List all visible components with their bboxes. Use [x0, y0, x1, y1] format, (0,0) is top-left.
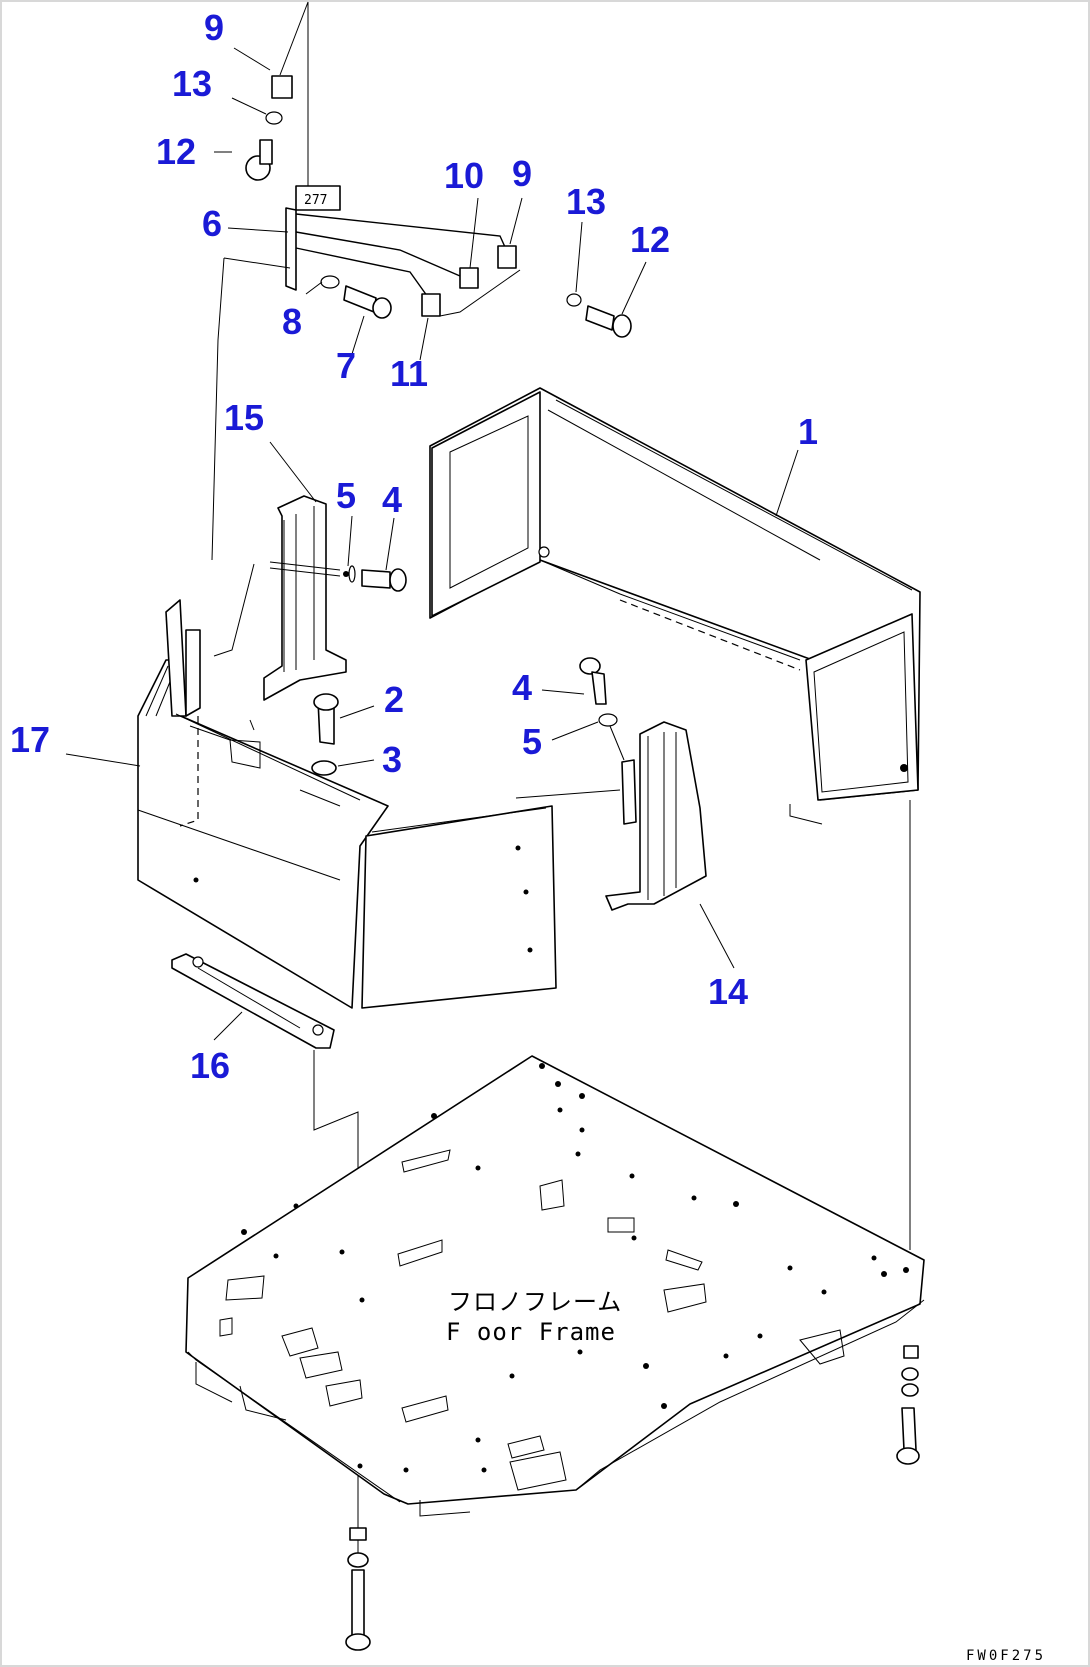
part-8-washer — [320, 275, 340, 289]
bottom-right-bolt-assembly — [896, 1345, 920, 1465]
part-15-pillar — [263, 495, 349, 701]
part-7-bolt — [343, 285, 392, 319]
callout-2: 2 — [384, 679, 404, 720]
part-5-washer-right — [598, 713, 618, 727]
part-2-bolt — [313, 693, 339, 745]
callout-4: 4 — [382, 479, 402, 520]
part-1-housing — [429, 387, 921, 825]
bottom-left-bolt-assembly — [345, 1527, 371, 1651]
callout-5b: 5 — [522, 721, 542, 762]
floor-frame-label-en: F oor Frame — [446, 1318, 616, 1346]
part-9-plate — [271, 75, 293, 99]
callout-9: 9 — [204, 7, 224, 48]
part-12-knob-bolt — [245, 139, 273, 181]
callout-16: 16 — [190, 1045, 230, 1086]
callout-7: 7 — [336, 345, 356, 386]
floor-frame-label-jp: フロノフレーム — [448, 1288, 622, 1316]
part-16-bar — [171, 953, 335, 1049]
floor-frame — [185, 1055, 925, 1517]
part-17-panel — [137, 563, 389, 1009]
part-13-washer — [265, 111, 283, 125]
callout-9b: 9 — [512, 153, 532, 194]
drawing-code: FW0F275 — [966, 1648, 1046, 1664]
part-14-pillar — [605, 721, 707, 911]
part-callouts: 9 13 12 6 8 7 11 10 9 13 12 1 15 5 4 2 3… — [10, 7, 818, 1086]
callout-3: 3 — [382, 739, 402, 780]
part-10-clip — [459, 267, 479, 289]
callout-8: 8 — [282, 301, 302, 342]
callout-12b: 12 — [630, 219, 670, 260]
part-9-clip — [497, 245, 517, 269]
part-12-bolt-right — [585, 305, 632, 338]
callout-4b: 4 — [512, 667, 532, 708]
right-front-panel — [361, 805, 557, 1009]
callout-10: 10 — [444, 155, 484, 196]
part-4-bolt-upper — [361, 568, 407, 592]
callout-17: 17 — [10, 719, 50, 760]
svg-text:277: 277 — [304, 193, 327, 208]
callout-6: 6 — [202, 203, 222, 244]
part-5-washer-upper — [348, 565, 356, 583]
part-11-clip — [421, 293, 441, 317]
part-4-bolt-right — [579, 657, 607, 705]
callout-13: 13 — [172, 63, 212, 104]
part-13-washer-right — [566, 293, 582, 307]
callout-14: 14 — [708, 971, 748, 1012]
bracket-hardware-assembly: 277 — [214, 1, 647, 361]
callout-11: 11 — [390, 353, 428, 394]
callout-12: 12 — [156, 131, 196, 172]
callout-15: 15 — [224, 397, 264, 438]
callout-5: 5 — [336, 475, 356, 516]
callout-1: 1 — [798, 411, 818, 452]
part-3-washer — [311, 760, 337, 776]
callout-13b: 13 — [566, 181, 606, 222]
